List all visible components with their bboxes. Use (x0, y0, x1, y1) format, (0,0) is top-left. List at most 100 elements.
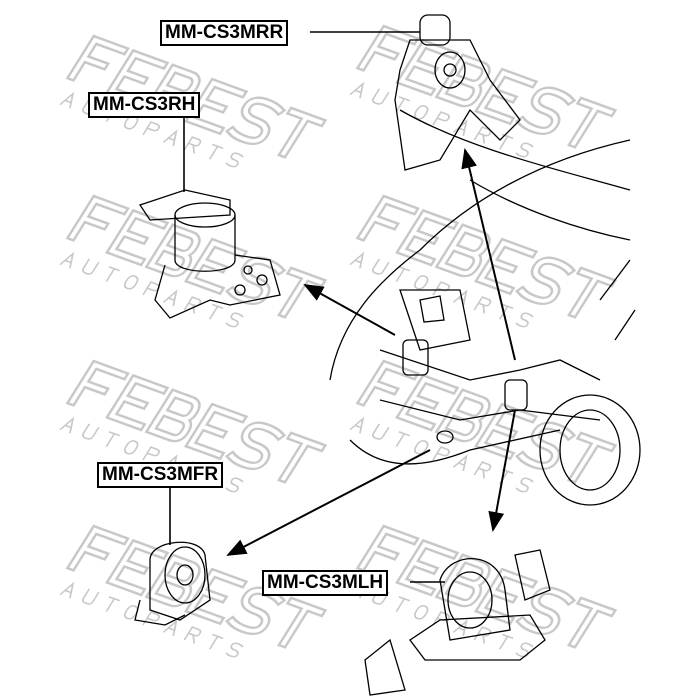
watermark-glyph (518, 423, 573, 468)
watermark-glyph (187, 405, 245, 458)
watermark-glyph (142, 446, 160, 461)
watermark-glyph (349, 81, 365, 99)
watermark-glyph (518, 88, 573, 133)
febest-watermark (349, 194, 618, 328)
watermark-glyph (372, 423, 390, 440)
arrows (226, 148, 516, 556)
watermark-glyph (515, 142, 534, 158)
watermark-glyph (473, 461, 492, 479)
watermark-glyph (477, 405, 535, 458)
watermark-glyph (413, 440, 429, 455)
watermark-glyph (280, 599, 324, 646)
watermark-glyph (395, 266, 411, 282)
watermark-glyph (280, 269, 324, 316)
watermark-glyph (208, 303, 224, 320)
watermark-glyph (515, 642, 534, 658)
watermark-glyph (225, 312, 244, 328)
watermark-glyph (432, 111, 450, 126)
watermark-glyph (183, 296, 202, 314)
watermark-glyph (142, 611, 160, 626)
febest-watermark (349, 359, 618, 493)
watermark-glyph (359, 362, 417, 404)
watermark-glyph (162, 129, 178, 146)
watermark-glyph (225, 477, 244, 493)
watermark-glyph (148, 391, 199, 440)
watermark-glyph (208, 633, 224, 650)
watermark-glyph (228, 98, 283, 143)
watermark-glyph (69, 197, 127, 239)
watermark-glyph (123, 275, 139, 290)
watermark-glyph (162, 619, 178, 636)
watermark-glyph (518, 588, 573, 633)
watermark-glyph (432, 611, 450, 626)
watermark-glyph (413, 105, 429, 120)
watermark-glyph (398, 541, 456, 594)
watermark-glyph (473, 296, 492, 314)
watermark-glyph (208, 143, 224, 160)
watermark-glyph (349, 251, 365, 269)
watermark-glyph (413, 275, 429, 290)
febest-watermark (349, 24, 618, 158)
watermark-glyph (105, 266, 121, 282)
watermark-glyph (452, 454, 468, 471)
watermark-glyph (398, 41, 456, 94)
watermark-glyph (438, 226, 489, 275)
part-rh-drawing (138, 189, 281, 319)
watermark-glyph (359, 527, 417, 569)
watermark-glyph (59, 416, 75, 434)
watermark-glyph (372, 88, 390, 105)
part-mrr-drawing (394, 14, 521, 171)
watermark-glyph (438, 556, 489, 605)
watermark-glyph (105, 431, 121, 447)
watermark-glyph (148, 226, 199, 275)
watermark-glyph (398, 211, 456, 264)
watermark-glyph (372, 588, 390, 605)
watermark-glyph (142, 121, 160, 136)
part-mfr-drawing (134, 541, 211, 626)
in-vehicle-mounts (402, 339, 528, 444)
watermark-glyph (570, 269, 614, 316)
watermark-glyph (359, 197, 417, 239)
watermark-glyph (570, 599, 614, 646)
watermark-glyph (82, 588, 100, 605)
watermark-glyph (69, 362, 127, 404)
watermark-glyph (515, 312, 534, 328)
watermark-glyph (59, 251, 75, 269)
part-label-mm-cs3rh: MM-CS3RH (88, 92, 201, 118)
watermark-glyph (82, 258, 100, 275)
watermark-glyph (69, 37, 127, 79)
watermark-glyph (225, 642, 244, 658)
watermark-glyph (395, 431, 411, 447)
watermark-glyph (477, 570, 535, 623)
part-label-mm-cs3mlh: MM-CS3MLH (262, 570, 389, 596)
febest-watermark (59, 194, 328, 328)
watermark-glyph (162, 289, 178, 306)
watermark-glyph (398, 376, 456, 429)
watermark-glyph (570, 99, 614, 146)
febest-watermark (59, 359, 328, 493)
watermark-glyph (187, 240, 245, 293)
watermark-glyph (105, 596, 121, 612)
watermark-glyph (498, 633, 514, 650)
watermark-glyph (59, 581, 75, 599)
watermark-glyph (438, 391, 489, 440)
watermark-glyph (228, 423, 283, 468)
part-mlh-drawing (364, 549, 551, 696)
vehicle-body-outline (329, 109, 641, 506)
watermark-glyph (349, 416, 365, 434)
watermark-glyph (82, 423, 100, 440)
febest-watermark (349, 524, 618, 658)
watermark-glyph (372, 258, 390, 275)
watermark-glyph (395, 596, 411, 612)
watermark-glyph (413, 605, 429, 620)
watermark-glyph (280, 434, 324, 481)
watermark-glyph (148, 556, 199, 605)
watermark-glyph (452, 619, 468, 636)
watermark-glyph (280, 109, 324, 156)
watermark-glyph (395, 96, 411, 112)
watermark-glyph (183, 626, 202, 644)
part-label-mm-cs3mrr: MM-CS3MRR (160, 20, 289, 46)
leader-lines (169, 31, 445, 583)
